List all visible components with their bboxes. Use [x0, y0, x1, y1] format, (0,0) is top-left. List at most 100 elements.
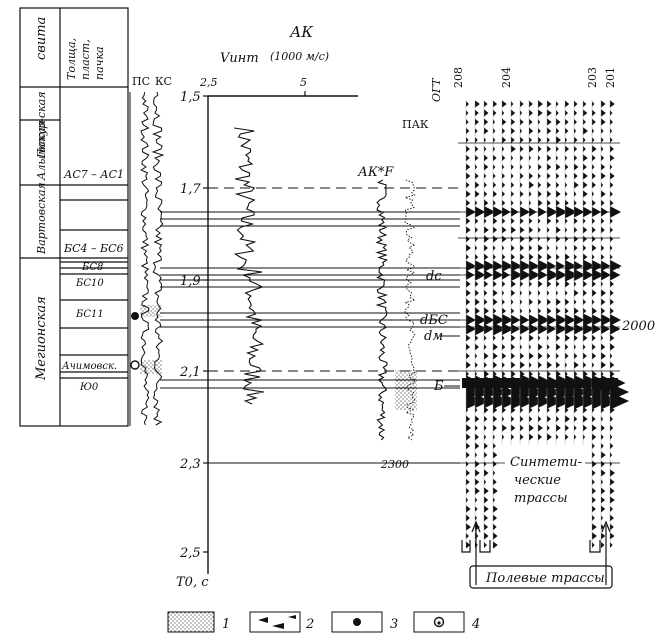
seismic-wavelet	[529, 172, 534, 180]
seismic-wavelet	[493, 470, 496, 476]
seismic-wavelet	[466, 334, 471, 342]
seismic-wavelet	[556, 343, 561, 351]
seismic-wavelet	[484, 415, 488, 423]
time-tick-19: 1,9	[180, 274, 201, 289]
seismic-wavelet	[520, 433, 524, 441]
akf-curve	[375, 179, 389, 441]
seismic-wavelet	[520, 406, 524, 414]
seismic-wavelet	[511, 289, 516, 297]
seismic-wavelet	[547, 290, 550, 296]
seismic-wavelet	[520, 352, 525, 360]
seismic-wavelet	[538, 407, 541, 413]
depth-2000: 2000	[621, 319, 655, 334]
seismic-wavelet	[493, 451, 498, 459]
seismic-wavelet	[610, 424, 614, 432]
seismic-wavelet	[484, 406, 489, 414]
seismic-wavelet	[610, 307, 614, 315]
seismic-wavelet	[475, 154, 479, 162]
seismic-wavelet	[493, 260, 504, 272]
seismic-wavelet	[511, 415, 515, 423]
seismic-wavelet	[547, 393, 564, 409]
field-traces-label: Полевые трассы	[485, 571, 605, 586]
seismic-wavelet	[574, 299, 577, 305]
seismic-wavelet	[610, 406, 615, 414]
seismic-wavelet	[475, 415, 480, 423]
seismic-wavelet	[484, 163, 489, 171]
seismic-wavelet	[475, 245, 478, 251]
seismic-wavelet	[502, 100, 507, 108]
seismic-wavelet	[610, 323, 621, 335]
seismic-wavelet	[583, 218, 586, 224]
seismic-wavelet	[583, 226, 588, 234]
header-svita: свита	[34, 17, 49, 60]
seismic-wavelet	[493, 442, 496, 450]
seismic-wavelet	[493, 190, 497, 198]
seismic-wavelet	[565, 173, 568, 179]
seismic-wavelet	[484, 361, 488, 369]
seismic-wavelet	[556, 253, 560, 261]
seismic-wavelet	[574, 136, 578, 144]
trace-203: 203	[586, 67, 599, 88]
seismic-wavelet	[601, 298, 606, 306]
seismic-wavelet	[565, 182, 568, 188]
seismic-wavelet	[511, 217, 515, 225]
seismic-wavelet	[601, 496, 605, 504]
seismic-wavelet	[538, 128, 541, 134]
plast-bs11: БС11	[75, 309, 104, 320]
seismic-wavelet	[484, 289, 488, 297]
seismic-wavelet	[493, 200, 496, 206]
seismic-wavelet	[484, 542, 487, 548]
seismic-wavelet	[547, 163, 552, 171]
seismic-wavelet	[511, 343, 515, 351]
seismic-wavelet	[610, 343, 615, 351]
seismic-wavelet	[502, 118, 507, 126]
seismic-wavelet	[565, 415, 570, 423]
seismic-wavelet	[493, 289, 498, 297]
seismic-wavelet	[592, 334, 596, 342]
seismic-wavelet	[565, 199, 569, 207]
seismic-wavelet	[565, 218, 568, 224]
seismic-wavelet	[601, 172, 606, 180]
seismic-wavelet	[565, 290, 568, 296]
seismic-wavelet	[574, 434, 577, 440]
seismic-wavelet	[493, 424, 497, 432]
seismic-wavelet	[574, 163, 579, 171]
seismic-wavelet	[556, 307, 561, 315]
seismic-wavelet	[475, 145, 479, 153]
seismic-wavelet	[556, 235, 561, 243]
seismic-wavelet	[529, 280, 533, 288]
seismic-wavelet	[547, 361, 552, 369]
seismic-wavelet	[547, 253, 552, 261]
seismic-wavelet	[574, 118, 577, 126]
horizon-lines	[160, 187, 460, 464]
seismic-wavelet	[610, 110, 613, 116]
seismic-wavelet	[475, 307, 480, 315]
seismic-wavelet	[592, 505, 596, 513]
seismic-wavelet	[529, 415, 533, 423]
seismic-wavelet	[475, 298, 480, 306]
seismic-wavelet	[520, 415, 524, 423]
seismic-wavelet	[538, 259, 551, 273]
seismic-wavelet	[529, 200, 532, 206]
seismic-wavelet	[529, 260, 540, 272]
seismic-wavelet	[556, 424, 561, 432]
seismic-wavelet	[493, 497, 496, 503]
seismic-wavelet	[511, 352, 516, 360]
seismic-strong-band	[520, 380, 590, 388]
seismic-wavelet	[520, 308, 523, 314]
seismic-wavelet	[475, 506, 478, 512]
seismic-wavelet	[556, 172, 560, 180]
seismic-wavelet	[610, 118, 613, 126]
pak-sand	[395, 370, 417, 410]
seismic-wavelet	[493, 335, 496, 341]
seismic-wavelet	[601, 289, 606, 297]
seismic-wavelet	[610, 469, 615, 477]
seismic-wavelet	[610, 128, 613, 134]
seismic-wavelet	[610, 259, 622, 273]
seismic-wavelet	[592, 164, 595, 170]
marker-open	[130, 360, 140, 370]
seismic-wavelet	[475, 172, 479, 180]
time-tick-15: 1,5	[180, 90, 201, 105]
seismic-wavelet	[574, 361, 579, 369]
seismic-wavelet	[592, 191, 595, 197]
